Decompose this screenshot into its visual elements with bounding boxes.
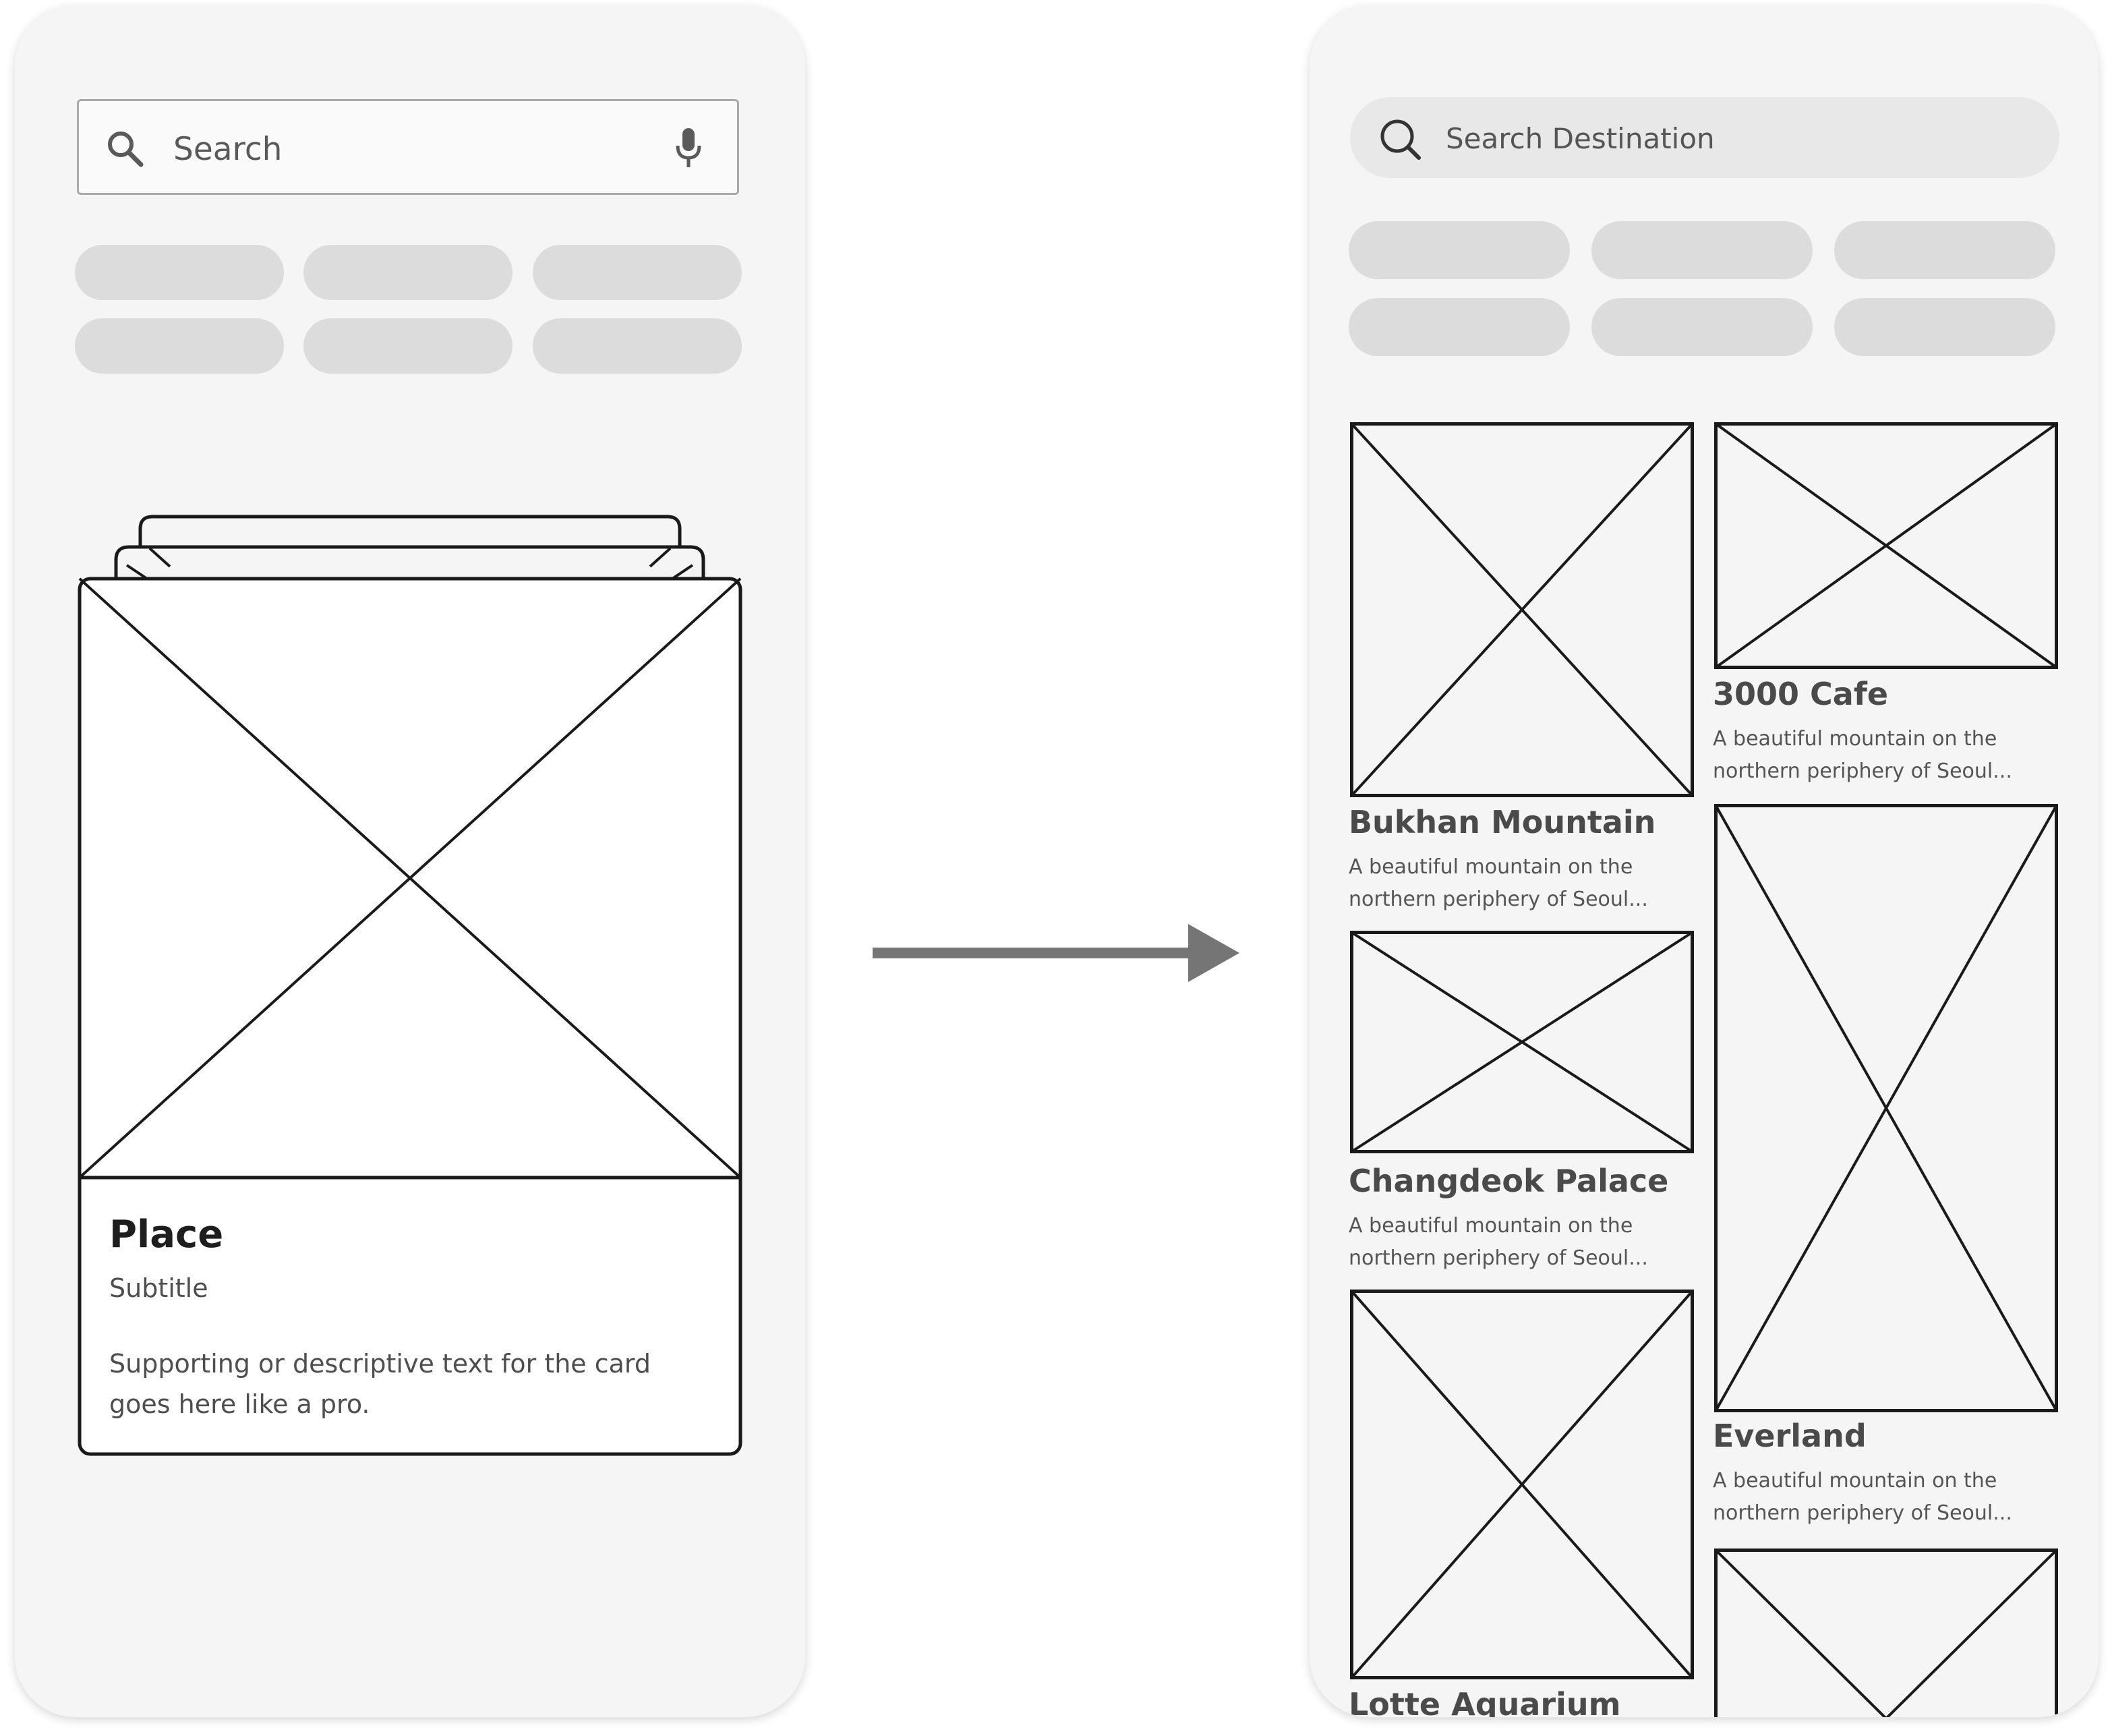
microphone-icon[interactable]: [674, 127, 703, 170]
image-placeholder-icon: [78, 577, 742, 1179]
card-stack[interactable]: [15, 5, 805, 1717]
place-description: A beautiful mountain on the northern per…: [1349, 1214, 1648, 1270]
filter-chip[interactable]: [533, 245, 742, 300]
filter-chip[interactable]: [75, 318, 284, 374]
stacked-card-middle: [114, 545, 705, 582]
filter-chip[interactable]: [303, 318, 512, 374]
search-input[interactable]: [1446, 117, 2019, 159]
image-placeholder-icon[interactable]: [1350, 422, 1694, 797]
place-card: [78, 577, 742, 1456]
place-title: 3000 Cafe: [1713, 676, 1889, 712]
image-placeholder-icon[interactable]: [1350, 931, 1694, 1153]
card-subtitle: Subtitle: [109, 1273, 208, 1303]
phone-screen-before: Place Subtitle Supporting or descriptive…: [15, 5, 805, 1717]
image-placeholder-icon[interactable]: [1714, 422, 2058, 669]
place-title: Bukhan Mountain: [1349, 804, 1656, 840]
search-bar[interactable]: [77, 99, 739, 195]
place-title: Lotte Aquarium: [1349, 1686, 1621, 1717]
search-bar[interactable]: [1350, 97, 2059, 178]
place-description: A beautiful mountain on the northern per…: [1349, 855, 1648, 911]
place-description: A beautiful mountain on the northern per…: [1713, 727, 2012, 783]
filter-chip[interactable]: [1834, 298, 2055, 356]
image-placeholder-icon[interactable]: [1714, 804, 2058, 1412]
place-description: A beautiful mountain on the northern per…: [1713, 1469, 2012, 1525]
filter-chip[interactable]: [1349, 221, 1570, 279]
filter-chip[interactable]: [1591, 298, 1813, 356]
image-placeholder-icon[interactable]: [1714, 1549, 2058, 1717]
filter-chip[interactable]: [75, 245, 284, 300]
search-icon: [108, 132, 144, 167]
filter-chip[interactable]: [1834, 221, 2055, 279]
image-placeholder-icon[interactable]: [1350, 1290, 1694, 1679]
place-title: Everland: [1713, 1418, 1867, 1454]
search-input[interactable]: [173, 125, 645, 173]
filter-chip[interactable]: [303, 245, 512, 300]
card-supporting-text: Supporting or descriptive text for the c…: [109, 1349, 651, 1419]
filter-chip[interactable]: [1349, 298, 1570, 356]
filter-chip[interactable]: [533, 318, 742, 374]
filter-chip[interactable]: [1591, 221, 1813, 279]
place-title: Changdeok Palace: [1349, 1163, 1669, 1199]
arrow-right-icon: [873, 924, 1239, 982]
phone-screen-after: Bukhan Mountain A beautiful mountain on …: [1310, 5, 2099, 1717]
card-title: Place: [109, 1213, 224, 1256]
search-icon: [1380, 119, 1421, 160]
